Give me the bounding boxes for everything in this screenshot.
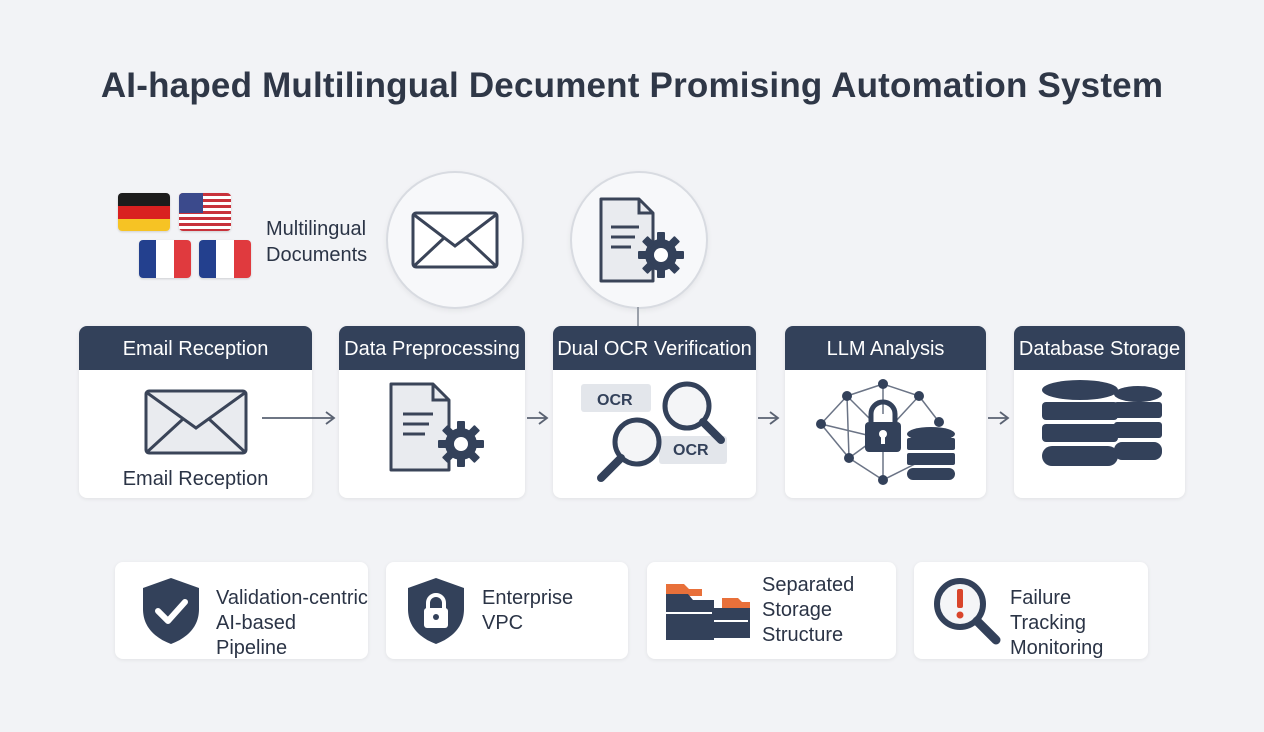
france-flag-icon: [199, 240, 251, 278]
step-card-email-reception: Email Reception Email Reception: [79, 326, 312, 498]
germany-flag-icon: [118, 193, 170, 231]
step-card-dual-ocr: Dual OCR Verification OCR OCR: [553, 326, 756, 498]
document-gear-icon: [599, 197, 684, 283]
envelope-icon: [411, 211, 499, 269]
database-icon: [1042, 380, 1162, 466]
step-header: LLM Analysis: [785, 326, 986, 370]
network-lock-database-icon: [816, 379, 955, 485]
connector-line: [637, 307, 639, 327]
step-card-database-storage: Database Storage: [1014, 326, 1185, 498]
folders-icon: [666, 584, 750, 640]
step-header: Email Reception: [79, 326, 312, 370]
document-circle: [570, 171, 708, 309]
ocr-badge: OCR: [597, 392, 633, 409]
flow-arrow-icon: [988, 411, 1010, 425]
flow-arrow-icon: [262, 411, 336, 425]
flow-arrow-icon: [758, 411, 780, 425]
page-title: AI-haped Multilingual Decument Promising…: [100, 66, 1164, 105]
step-header: Database Storage: [1014, 326, 1185, 370]
document-gear-icon: [389, 382, 484, 472]
magnifier-alert-icon: [934, 578, 1001, 645]
shield-check-icon: [143, 578, 199, 644]
envelope-icon: [144, 389, 248, 455]
flow-arrow-icon: [527, 411, 549, 425]
step-header: Dual OCR Verification: [553, 326, 756, 370]
ocr-badge: OCR: [673, 442, 709, 459]
france-flag-icon: [139, 240, 191, 278]
step-caption: Email Reception: [122, 468, 269, 490]
step-card-llm-analysis: LLM Analysis: [785, 326, 986, 498]
email-circle: [386, 171, 524, 309]
step-header: Data Preprocessing: [339, 326, 525, 370]
shield-lock-icon: [408, 578, 464, 644]
step-card-data-preprocessing: Data Preprocessing: [339, 326, 525, 498]
multilingual-documents-label: Multilingual Documents: [266, 218, 368, 266]
ocr-magnifiers-icon: [581, 381, 727, 482]
usa-flag-icon: [179, 193, 231, 231]
